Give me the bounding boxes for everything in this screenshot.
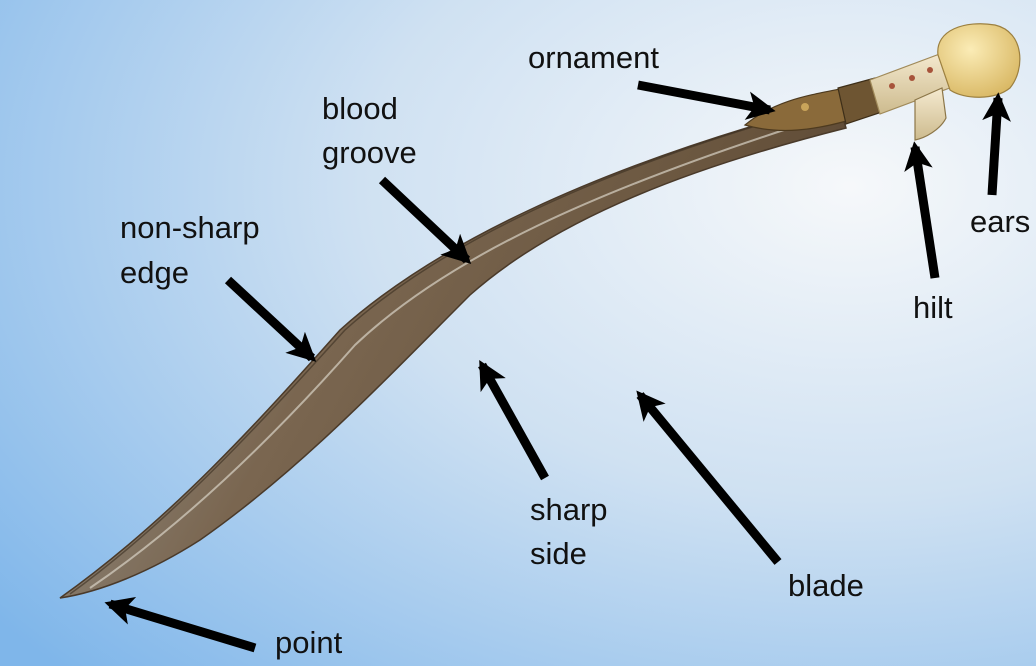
label-non-sharp: non-sharp xyxy=(120,205,260,251)
label-ornament: ornament xyxy=(528,35,659,81)
handle-rivet xyxy=(889,83,895,89)
arrow-ears xyxy=(992,98,998,195)
label-hilt: hilt xyxy=(913,285,953,331)
label-ears: ears xyxy=(970,199,1030,245)
pommel-ears xyxy=(938,24,1020,98)
handle-rivet xyxy=(927,67,933,73)
handle-rivet xyxy=(909,75,915,81)
label-side: side xyxy=(530,531,587,577)
label-blood: blood xyxy=(322,86,398,132)
label-blade: blade xyxy=(788,563,864,609)
label-groove: groove xyxy=(322,130,417,176)
label-edge: edge xyxy=(120,250,189,296)
label-sharp: sharp xyxy=(530,487,608,533)
ornament-rivet xyxy=(801,103,809,111)
label-point: point xyxy=(275,620,342,666)
